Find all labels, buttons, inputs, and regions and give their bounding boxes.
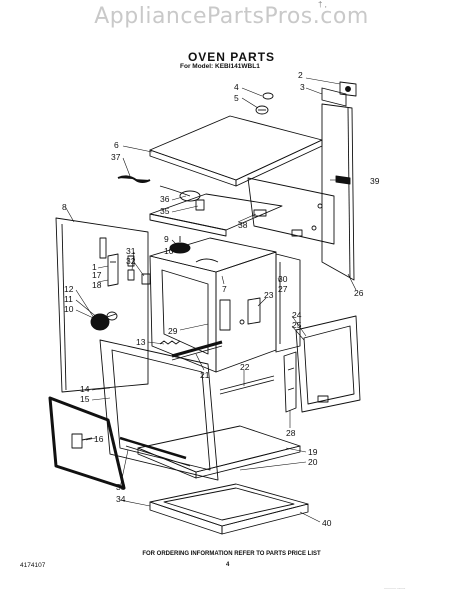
document-number: 4174107 — [20, 562, 46, 569]
callout-23: 23 — [264, 290, 274, 300]
callout-9: 9 — [164, 234, 169, 244]
callout-16: 16 — [94, 434, 104, 444]
part-door-clip — [71, 433, 93, 449]
callout-35: 35 — [160, 206, 170, 216]
callout-10-top: 10 — [164, 246, 174, 256]
callout-14: 14 — [80, 384, 90, 394]
callout-labels: 2 3 4 5 6 37 39 36 35 8 38 9 10 31 32 1 … — [62, 70, 380, 528]
callout-6: 6 — [114, 140, 119, 150]
callout-27: 27 — [278, 284, 288, 294]
part-door-hinge — [283, 351, 297, 413]
small-print: ............ ......... — [384, 586, 406, 590]
header-noise: † , — [318, 0, 327, 9]
watermark: AppliancePartsPros.com — [94, 4, 369, 29]
callout-37: 37 — [111, 152, 121, 162]
part-bottom-drawer — [149, 483, 309, 535]
callout-2: 2 — [298, 70, 303, 80]
callout-34: 34 — [116, 494, 126, 504]
callout-28: 28 — [286, 428, 296, 438]
callout-1: 1 — [92, 262, 97, 272]
part-oven-cavity — [149, 237, 277, 373]
part-back-panel — [247, 177, 335, 245]
callout-33: 33 — [116, 482, 126, 492]
part-front-frame — [99, 339, 219, 481]
part-rail — [219, 375, 275, 395]
ordering-info-footer: FOR ORDERING INFORMATION REFER TO PARTS … — [142, 551, 321, 557]
part-top-panel — [149, 115, 323, 187]
part-right-side-panel — [275, 253, 301, 353]
callout-5: 5 — [234, 93, 239, 103]
part-element-bars — [119, 436, 191, 467]
leader-lines — [65, 77, 357, 523]
part-door-gasket — [48, 396, 126, 490]
callout-12: 12 — [64, 284, 74, 294]
part-rear-panel — [321, 103, 355, 281]
callout-25: 25 — [292, 320, 302, 330]
diagram-title: OVEN PARTS — [187, 50, 276, 64]
part-spring — [159, 340, 181, 345]
part-screws — [255, 92, 274, 115]
callout-22: 22 — [240, 362, 250, 372]
callout-17: 17 — [92, 270, 102, 280]
callout-19: 19 — [308, 447, 318, 457]
callout-8: 8 — [62, 202, 67, 212]
callout-24: 24 — [292, 310, 302, 320]
part-left-side-panel — [55, 217, 149, 393]
callout-29: 29 — [168, 326, 178, 336]
part-latch-bracket — [107, 253, 119, 287]
page-number: 4 — [226, 562, 230, 568]
callout-4: 4 — [234, 82, 239, 92]
callout-36: 36 — [160, 194, 170, 204]
callout-13: 13 — [136, 337, 146, 347]
callout-30: 30 — [278, 274, 288, 284]
callout-11: 11 — [64, 294, 73, 304]
part-bottom-tray — [137, 425, 301, 479]
callout-26: 26 — [354, 288, 364, 298]
callout-3: 3 — [300, 82, 305, 92]
callout-32: 32 — [126, 256, 136, 266]
callout-15: 15 — [80, 394, 90, 404]
part-connector — [159, 185, 205, 211]
callout-10: 10 — [64, 304, 74, 314]
callout-21: 21 — [200, 370, 210, 380]
part-hinge-bracket — [247, 297, 261, 325]
callout-31: 31 — [126, 246, 136, 256]
model-line: For Model: KEBI141WBL1 — [180, 63, 260, 70]
part-door-panel — [295, 315, 361, 413]
callout-7: 7 — [222, 284, 227, 294]
callout-20: 20 — [308, 457, 318, 467]
callout-39: 39 — [370, 176, 380, 186]
callout-38: 38 — [238, 220, 248, 230]
part-light-socket — [90, 311, 118, 331]
part-wire — [117, 175, 151, 183]
part-side-clips — [127, 269, 151, 285]
part-top-bracket — [321, 81, 357, 107]
callout-18: 18 — [92, 280, 102, 290]
callout-40: 40 — [322, 518, 332, 528]
part-inner-top-plate — [149, 193, 283, 237]
